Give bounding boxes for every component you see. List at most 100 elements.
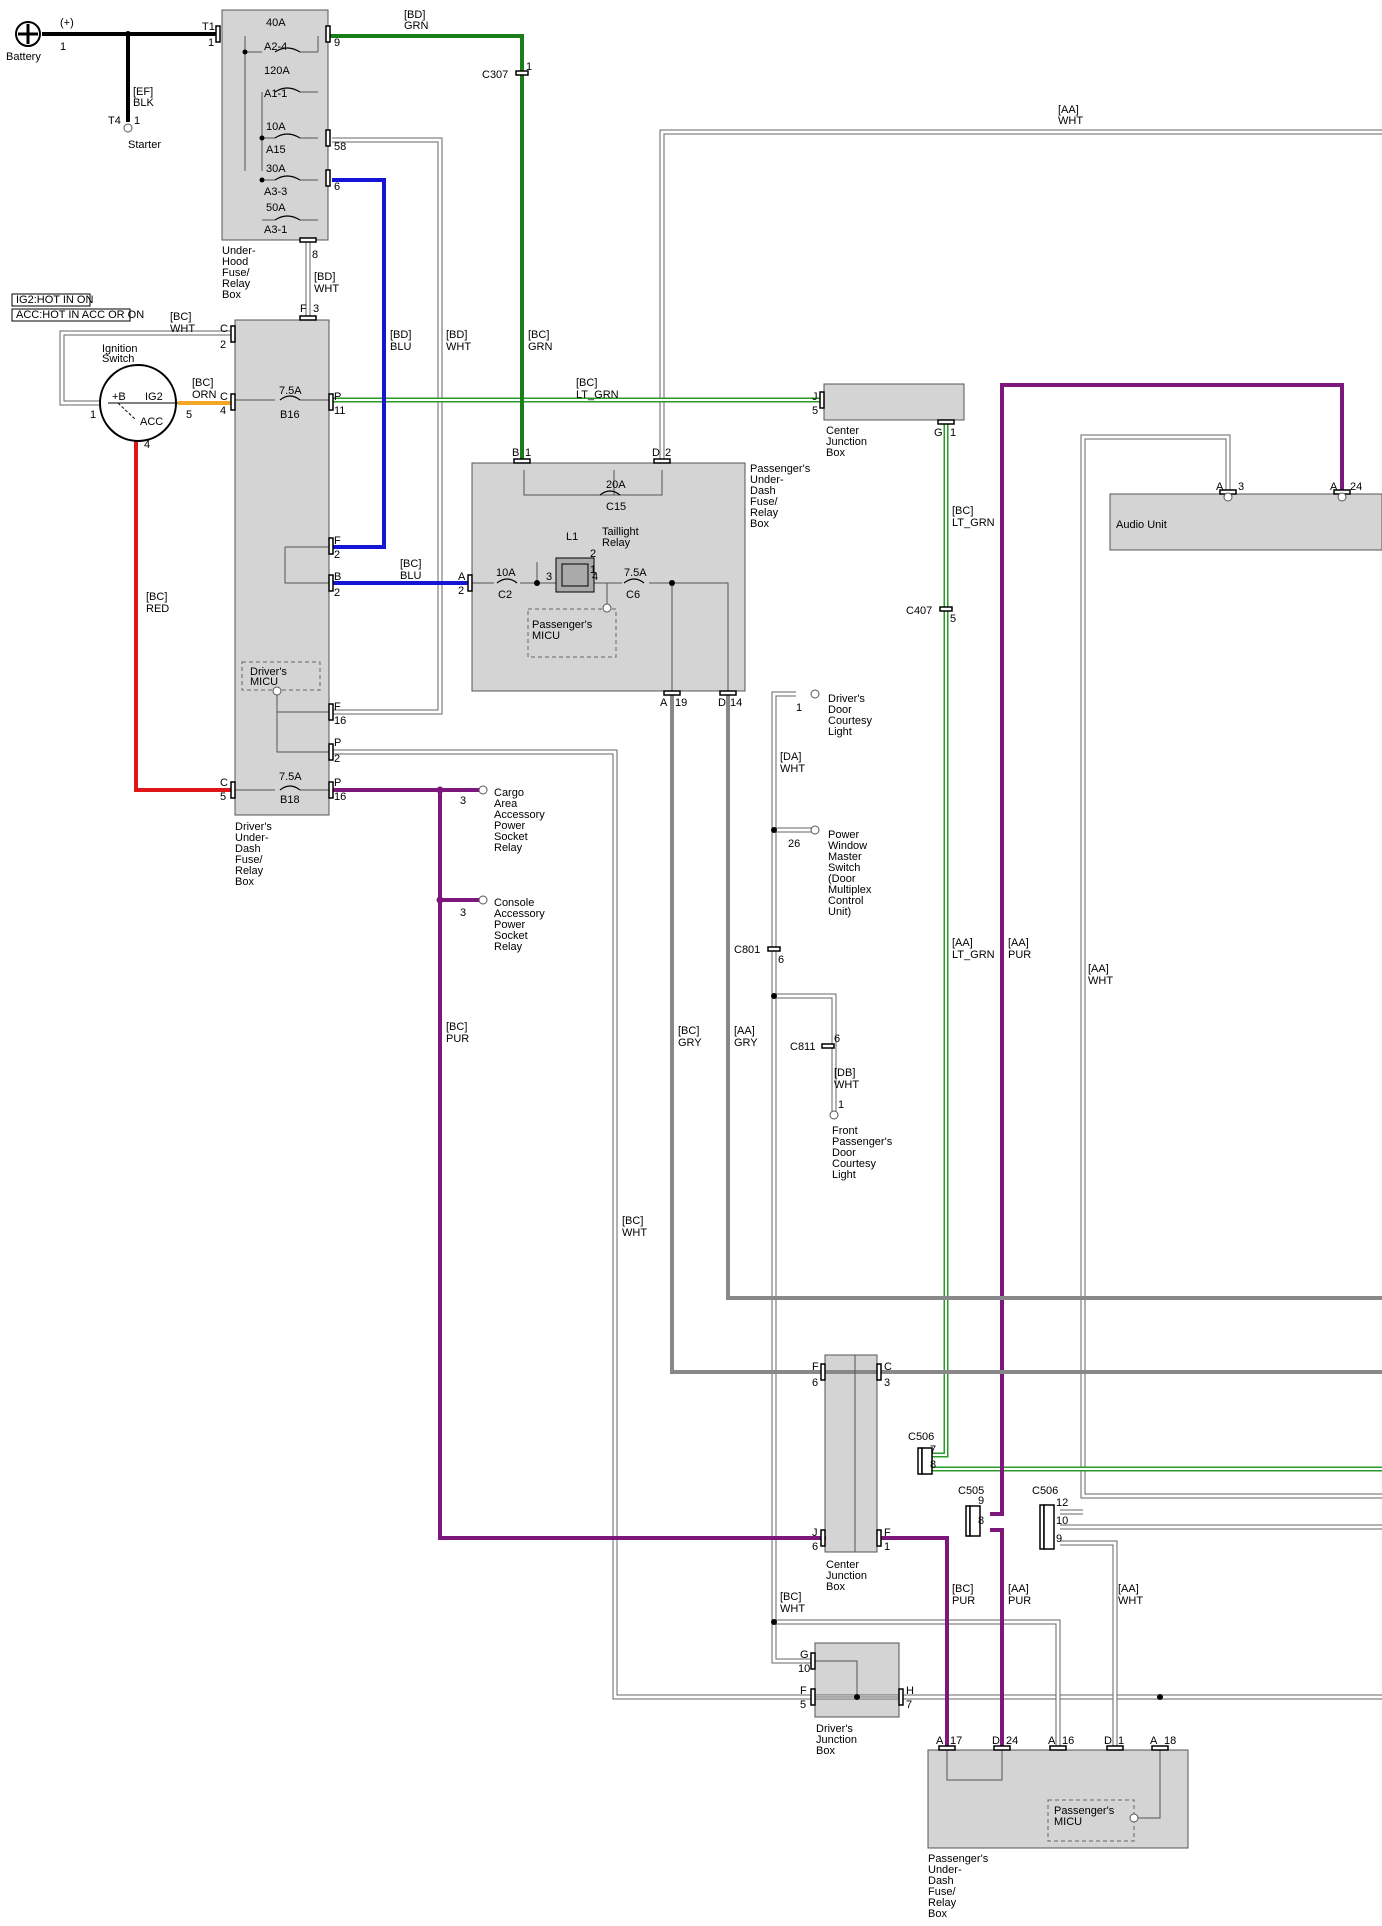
component-label: Socket	[494, 930, 528, 942]
pin-label: 5	[800, 1699, 806, 1711]
box-label: Box	[826, 447, 845, 459]
component-label: (Door	[828, 873, 856, 885]
pin-label: 1	[134, 115, 140, 127]
pin-label: 3	[884, 1377, 890, 1389]
connector-label: C506	[908, 1431, 934, 1443]
fuse-label: 7.5A	[624, 567, 647, 579]
box-label: Fuse/	[928, 1886, 956, 1898]
box-label: Junction	[826, 436, 867, 448]
component-label: Area	[494, 798, 518, 810]
wire-label: WHT	[1058, 115, 1083, 127]
pin-label: F	[884, 1527, 891, 1539]
box-label: Junction	[826, 1570, 867, 1582]
white-wires	[59, 129, 1382, 1750]
pin-label: 5	[220, 791, 226, 803]
pin-label: 8	[978, 1515, 984, 1527]
wire-label: [BD]	[404, 9, 425, 21]
wire-label: [BC]	[576, 377, 597, 389]
legend-label: IG2:HOT IN ON	[16, 294, 93, 306]
box-label: Under-	[235, 832, 269, 844]
pin-label: 8	[312, 249, 318, 261]
pin-label: 10	[798, 1663, 810, 1675]
component-label: Light	[828, 726, 852, 738]
component-label: Relay	[494, 941, 523, 953]
micu-label: Passenger's	[1054, 1805, 1115, 1817]
component-label: Power	[494, 820, 526, 832]
micu-label: Driver's	[250, 666, 287, 678]
wire-label: [BC]	[400, 558, 421, 570]
pin-label: B	[512, 447, 519, 459]
box-label: Passenger's	[928, 1853, 989, 1865]
component-label: Audio Unit	[1116, 519, 1167, 531]
pin-label: 24	[1350, 481, 1362, 493]
drivers-underdash-box	[234, 319, 330, 816]
passengers-underdash-box-bot	[927, 1749, 1189, 1849]
pin-label: 5	[950, 613, 956, 625]
pin-label: 2	[334, 549, 340, 561]
pin-label: 1	[208, 37, 214, 49]
battery-label: Battery	[6, 51, 41, 63]
fuse-label: 10A	[496, 567, 516, 579]
wire-label: [EF]	[133, 86, 153, 98]
pin-label: B	[334, 571, 341, 583]
pin-label: F	[334, 535, 341, 547]
fuse-label: B16	[280, 409, 300, 421]
relay-label: Relay	[602, 537, 631, 549]
box-label: Box	[928, 1908, 947, 1920]
component-label: Cargo	[494, 787, 524, 799]
pin-label: 1	[525, 447, 531, 459]
box-label: Under-	[750, 474, 784, 486]
component-label: Door	[828, 704, 852, 716]
internal-lines	[235, 36, 1161, 1819]
pin-label: 3	[1238, 481, 1244, 493]
wire-label: WHT	[780, 1603, 805, 1615]
pin-label: 9	[1056, 1533, 1062, 1545]
wire-label: BLK	[133, 97, 154, 109]
box-label: Under-	[222, 245, 256, 257]
box-label: Fuse/	[750, 496, 778, 508]
wire-label: [AA]	[1118, 1583, 1139, 1595]
wire-label: [AA]	[952, 937, 973, 949]
component-label: Console	[494, 897, 534, 909]
pin-label: 17	[950, 1735, 962, 1747]
wire-label: ORN	[192, 389, 217, 401]
pin-label: 4	[592, 571, 598, 583]
component-label: Passenger's	[832, 1136, 893, 1148]
fuse-label: 7.5A	[279, 385, 302, 397]
passengers-micu-box-top	[527, 608, 617, 658]
wire-label: [AA]	[1008, 937, 1029, 949]
fuse-label: A3-3	[264, 186, 287, 198]
pin-label: 4	[144, 439, 150, 451]
pin-label: F	[300, 303, 307, 315]
terminal-label: IG2	[145, 391, 163, 403]
pin-label: G	[934, 427, 943, 439]
pin-label: P	[334, 391, 341, 403]
wire-label: [AA]	[1088, 963, 1109, 975]
fuse-label: C15	[606, 501, 626, 513]
wire-label: LT_GRN	[952, 949, 995, 961]
pin-label: 6	[778, 954, 784, 966]
fuse-label: 120A	[264, 65, 290, 77]
pin-label: 1	[90, 409, 96, 421]
wire-label: PUR	[446, 1033, 469, 1045]
pin-label: A	[660, 697, 668, 709]
wire-label: GRY	[678, 1037, 702, 1049]
legend-label: ACC:HOT IN ACC OR ON	[16, 309, 144, 321]
ignition-switch-icon	[99, 364, 178, 442]
box-label: Junction	[816, 1734, 857, 1746]
pin-label: T1	[202, 21, 215, 33]
pin-label: 8	[930, 1459, 936, 1471]
component-label: Unit)	[828, 906, 851, 918]
micu-label: Passenger's	[532, 619, 593, 631]
pin-label: 12	[1056, 1497, 1068, 1509]
fuse-label: B18	[280, 794, 300, 806]
component-label: Window	[828, 840, 867, 852]
wire-label: LT_GRN	[952, 517, 995, 529]
component-label: Switch	[828, 862, 860, 874]
wire-label: [DA]	[780, 751, 801, 763]
wire-label: WHT	[834, 1079, 859, 1091]
connector-label: C407	[906, 605, 932, 617]
pin-label: 6	[834, 1033, 840, 1045]
wire-label: [BC]	[446, 1021, 467, 1033]
